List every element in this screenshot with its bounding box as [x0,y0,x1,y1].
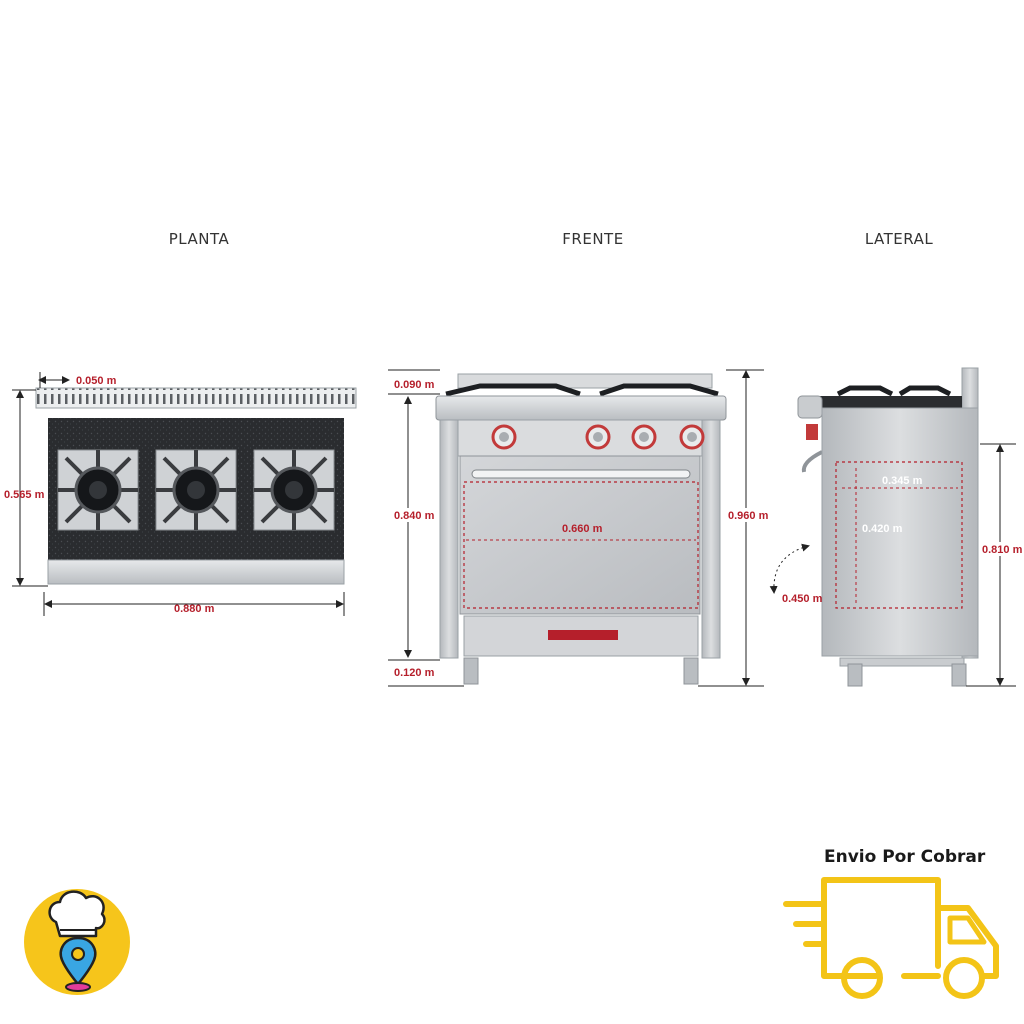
shipping-label: Envio Por Cobrar [824,847,986,867]
lateral-dim-oven-height: 0.420 m [862,523,903,535]
view-title-lateral: LATERAL [864,230,934,248]
planta-dim-top-margin: 0.050 m [76,375,117,387]
frente-oven-handle [471,469,691,479]
lateral-dim-door-open: 0.450 m [782,593,823,605]
lateral-dim-height: 0.810 m [982,544,1023,556]
lateral-leg-back [951,663,967,687]
lateral-oven-cavity-outline [835,461,963,609]
planta-backsplash [35,387,357,409]
frente-dim-oven-width: 0.660 m [562,523,603,535]
frente-leg-right [683,657,699,685]
frente-brand-plate [548,630,618,640]
view-title-frente: FRENTE [562,230,624,248]
view-title-planta: PLANTA [168,230,230,248]
lateral-knob [806,424,818,440]
frente-oven-door [459,455,701,615]
lateral-cooktop [820,396,962,408]
lateral-front-rail [797,395,823,419]
planta-dim-width: 0.880 m [174,603,215,615]
lateral-dim-oven-depth: 0.345 m [882,475,923,487]
delivery-truck-icon [783,877,999,999]
frente-left-side [439,419,459,659]
frente-right-side [701,419,721,659]
frente-dim-total-height: 0.960 m [728,510,769,522]
lateral-leg-front [847,663,863,687]
frente-dim-backsplash: 0.090 m [394,379,435,391]
frente-dim-body-height: 0.840 m [394,510,435,522]
planta-burner-3 [253,449,335,531]
frente-view: 0.660 m 0.090 m 0.840 m 0.120 m 0.960 m [388,369,769,687]
planta-front-edge [47,559,345,585]
frente-dim-leg-height: 0.120 m [394,667,435,679]
planta-dim-depth: 0.565 m [4,489,45,501]
frente-oven-cavity-outline [463,481,699,609]
lateral-door-swing [769,543,810,594]
planta-burner-2 [155,449,237,531]
frente-knobs [491,424,705,450]
frente-top-rail [435,395,727,421]
chef-hat-location-pin-icon [24,889,130,995]
lateral-grates [836,385,952,397]
lateral-view: 0.345 m 0.420 m 0.450 m 0.810 m [769,367,1023,687]
planta-view: 0.050 m 0.565 m 0.880 m [4,372,357,616]
lateral-body [821,407,979,657]
frente-grates [445,383,719,397]
frente-leg-left [463,657,479,685]
lateral-base [839,657,965,667]
lateral-handle [801,450,823,473]
planta-burner-1 [57,449,139,531]
